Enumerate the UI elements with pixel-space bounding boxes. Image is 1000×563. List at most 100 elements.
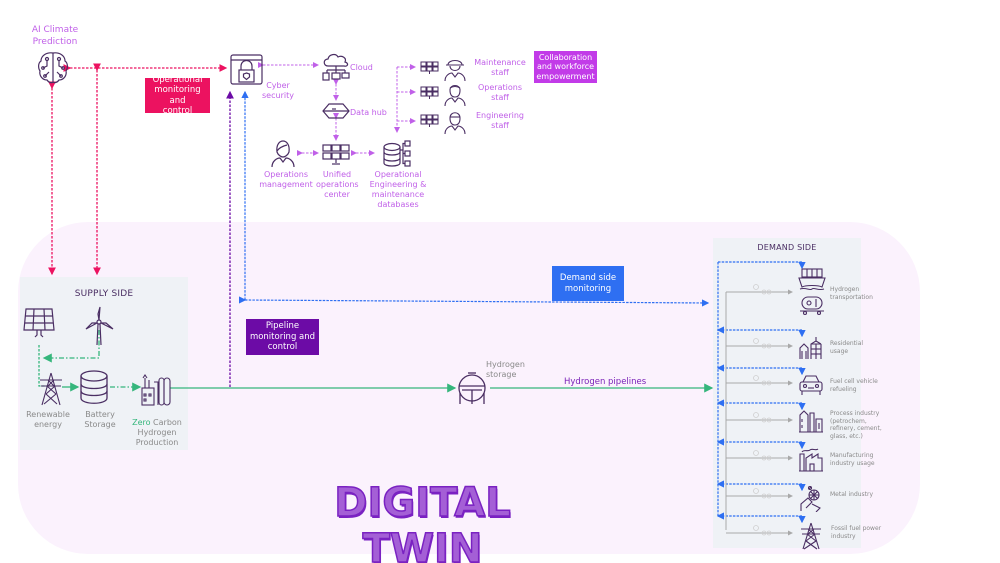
demand-label-line: usage <box>830 347 849 355</box>
hydrogen-production-label: Zero Carbon Hydrogen Production <box>126 418 188 448</box>
production-line3: Production <box>135 438 179 447</box>
data-hub-icon <box>322 103 350 119</box>
databases-line3: maintenance <box>371 190 425 199</box>
renewable-line1: Renewable <box>26 410 70 419</box>
collaboration-line1: Collaboration <box>538 52 593 62</box>
demand-label-line: Hydrogen <box>830 286 860 293</box>
staff-row: Engineering staff <box>420 109 530 135</box>
staff-list: Maintenance staff Operations staff Engin… <box>420 56 530 136</box>
person-icon <box>271 140 295 168</box>
demand-label-line: Manufacturing <box>830 452 874 459</box>
demand-item-label: Hydrogen transportation <box>830 286 873 301</box>
battery-line1: Battery <box>85 410 115 419</box>
hydrogen-storage-tank-icon <box>458 372 486 404</box>
staff-label: Maintenance staff <box>470 58 530 78</box>
metal-pour-icon <box>800 486 821 512</box>
demand-item-label: Fuel cell vehicle refueling <box>830 378 878 393</box>
renewable-line2: energy <box>34 420 62 429</box>
battery-line2: Storage <box>84 420 116 429</box>
ops-mgmt-line1: Operations <box>264 170 308 179</box>
ship-train-icon <box>798 268 826 316</box>
demand-label-line: industry usage <box>830 459 875 467</box>
digital-twin-title: DIGITAL TWIN <box>334 479 512 563</box>
demand-label-line: Fossil fuel power <box>831 525 882 532</box>
demand-item-label: Process industry (petrochem, refinery, c… <box>830 410 882 440</box>
headset-worker-icon <box>444 84 466 107</box>
operational-monitoring-callout: Operational monitoring and control <box>145 74 210 116</box>
production-line1-rest: Carbon <box>150 418 182 427</box>
monitor-wall-icon <box>420 114 439 127</box>
pipeline-line2: monitoring and <box>249 331 316 342</box>
cyber-line1: Cyber <box>266 81 290 90</box>
operations-links <box>258 62 416 156</box>
hydrogen-storage-label: Hydrogen storage <box>486 360 536 380</box>
operational-line1: Operational <box>152 74 203 85</box>
pipeline-line1: Pipeline <box>265 321 300 332</box>
unified-operations-center-label: Unified operations center <box>316 170 359 200</box>
demand-monitoring-line2: monitoring <box>564 283 612 294</box>
staff-line2: staff <box>491 93 509 102</box>
demand-item-label: Fossil fuel power industry <box>831 525 881 540</box>
renewable-energy-label: Renewable energy <box>22 410 74 430</box>
pipeline-line3: control <box>267 342 298 353</box>
data-hub-label: Data hub <box>350 108 387 117</box>
ai-label-line1: AI Climate <box>31 25 79 35</box>
demand-label-line: Residential <box>830 340 864 347</box>
demand-item-label: Metal industry <box>830 491 873 499</box>
staff-line1: Operations <box>478 83 522 92</box>
hydrogen-plant-icon <box>141 374 171 406</box>
operational-links <box>48 63 228 276</box>
wind-turbine-icon <box>85 306 114 346</box>
staff-row: Maintenance staff <box>420 56 530 82</box>
battery-storage-icon <box>80 370 108 404</box>
brain-circuit-icon <box>38 52 68 84</box>
demand-label-line: (petrochem, <box>830 417 867 425</box>
car-icon <box>799 375 823 395</box>
refinery-icon <box>799 410 823 433</box>
supply-flow-links <box>38 330 714 393</box>
collaboration-line2: and workforce <box>536 62 595 72</box>
staff-line2: staff <box>491 68 509 77</box>
operations-management-label: Operations management <box>258 170 314 190</box>
demand-item-label: Manufacturing industry usage <box>830 452 875 467</box>
power-tower-icon <box>801 522 821 550</box>
databases-label: Operational Engineering & maintenance da… <box>366 170 430 210</box>
cloud-network-icon <box>322 53 350 81</box>
transmission-tower-icon <box>40 372 62 406</box>
operational-line3: control <box>162 106 193 116</box>
staff-label: Operations staff <box>470 83 530 103</box>
databases-line4: databases <box>377 200 419 209</box>
monitor-wall-icon <box>322 144 350 165</box>
demand-label-line: refinery, cement, <box>830 425 882 432</box>
monitor-wall-icon <box>420 61 439 74</box>
demand-gray-feeds <box>725 289 793 536</box>
pipeline-monitoring-callout: Pipeline monitoring and control <box>246 319 319 355</box>
battery-storage-label: Battery Storage <box>78 410 122 430</box>
cyber-line2: security <box>262 91 294 100</box>
demand-item-label: Residential usage <box>830 340 863 355</box>
unified-line3: center <box>324 190 350 199</box>
factory-icon <box>799 448 823 472</box>
buildings-icon <box>799 337 822 359</box>
operational-line2: monitoring and <box>154 85 201 106</box>
databases-line2: Engineering & <box>369 180 427 189</box>
unified-line2: operations <box>316 180 359 189</box>
collaboration-line3: empowerment <box>536 71 595 81</box>
lock-window-icon <box>230 54 263 85</box>
engineer-icon <box>444 112 466 135</box>
zero-accent: Zero <box>132 418 151 427</box>
storage-line2: storage <box>486 370 517 379</box>
databases-line1: Operational <box>374 170 422 179</box>
supply-side-title: SUPPLY SIDE <box>74 289 134 299</box>
storage-line1: Hydrogen <box>486 360 525 369</box>
meter-glyphs <box>753 284 772 536</box>
demand-monitoring-line1: Demand side <box>559 273 617 283</box>
demand-label-line: Metal industry <box>830 491 874 498</box>
monitor-wall-icon <box>420 86 439 99</box>
demand-label-line: glass, etc.) <box>830 432 863 440</box>
cyber-security-label: Cyber security <box>258 81 298 101</box>
staff-line2: staff <box>491 121 509 130</box>
demand-side-title: DEMAND SIDE <box>757 243 817 252</box>
ai-label-line2: Prediction <box>32 37 78 47</box>
